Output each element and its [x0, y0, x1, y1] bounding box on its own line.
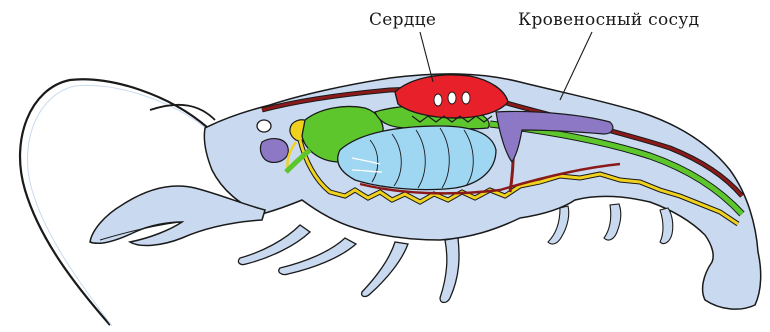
swimmeret-3	[660, 208, 673, 244]
heart-ostium-1	[434, 94, 442, 106]
vessel-leader-line	[560, 32, 592, 100]
blood-vessel-label: Кровеносный сосуд	[518, 10, 699, 30]
walking-leg-1	[238, 225, 310, 265]
swimmeret-2	[604, 204, 621, 240]
heart-label: Сердце	[369, 10, 436, 30]
heart-ostium-3	[462, 92, 470, 104]
walking-leg-4	[440, 238, 459, 303]
green-gland	[260, 139, 288, 163]
heart-ostium-2	[448, 92, 456, 104]
walking-leg-3	[362, 242, 408, 296]
eye	[257, 120, 271, 132]
